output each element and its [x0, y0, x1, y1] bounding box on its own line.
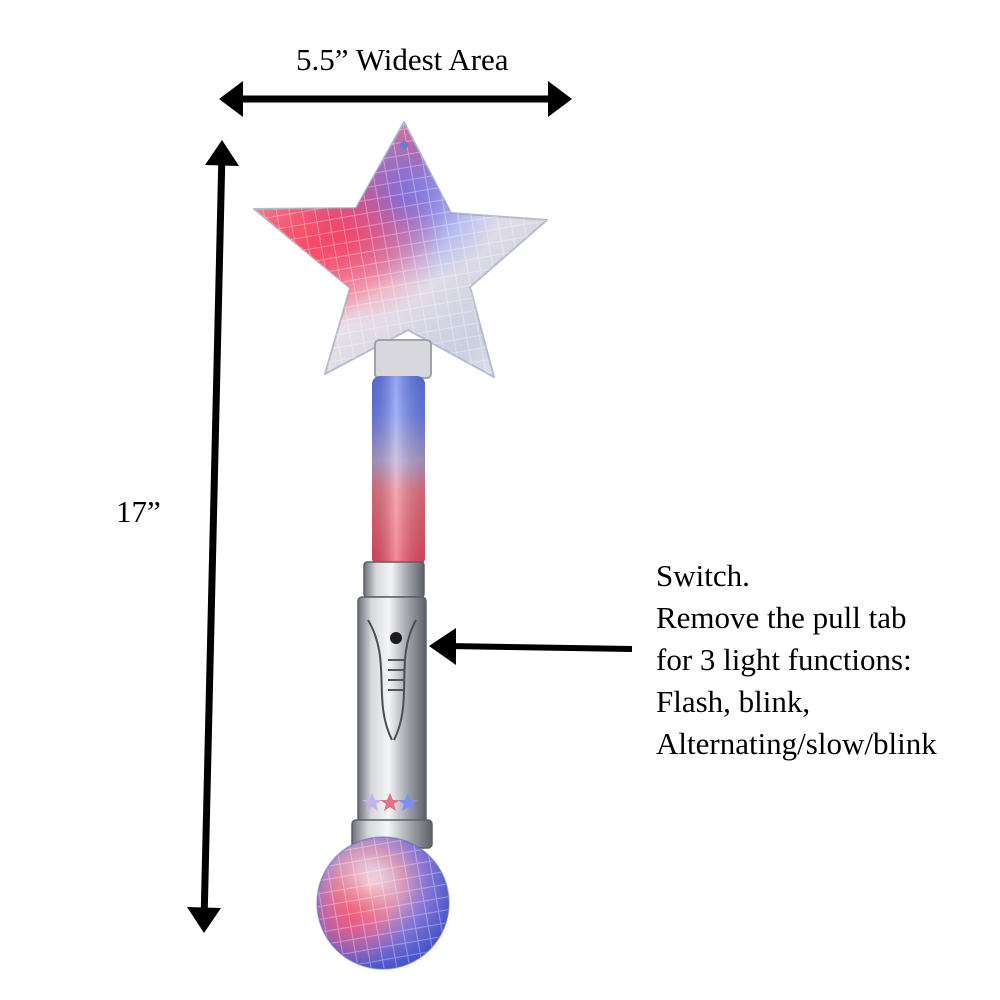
- switch-note-line: Remove the pull tab: [656, 600, 907, 635]
- switch-note-line: Flash, blink,: [656, 684, 811, 719]
- switch-pointer-arrow: [429, 628, 633, 665]
- height-dimension-label: 17”: [116, 494, 161, 529]
- handle: [351, 561, 433, 849]
- crystal-ball: [316, 836, 450, 970]
- star-wand: [253, 121, 548, 970]
- width-dimension-label: 5.5” Widest Area: [296, 42, 509, 77]
- switch-note-line: Alternating/slow/blink: [656, 726, 937, 761]
- switch-note-line: for 3 light functions:: [656, 642, 912, 677]
- switch-button[interactable]: [390, 632, 402, 644]
- star-head: [253, 121, 548, 378]
- light-tube: [372, 376, 425, 566]
- switch-instructions: Switch. Remove the pull tab for 3 light …: [656, 555, 937, 765]
- height-dimension-arrow: [187, 140, 239, 933]
- star-connector: [374, 339, 432, 379]
- width-dimension-arrow: [219, 81, 572, 117]
- star-decal-icon: [362, 793, 418, 811]
- switch-note-line: Switch.: [656, 558, 750, 593]
